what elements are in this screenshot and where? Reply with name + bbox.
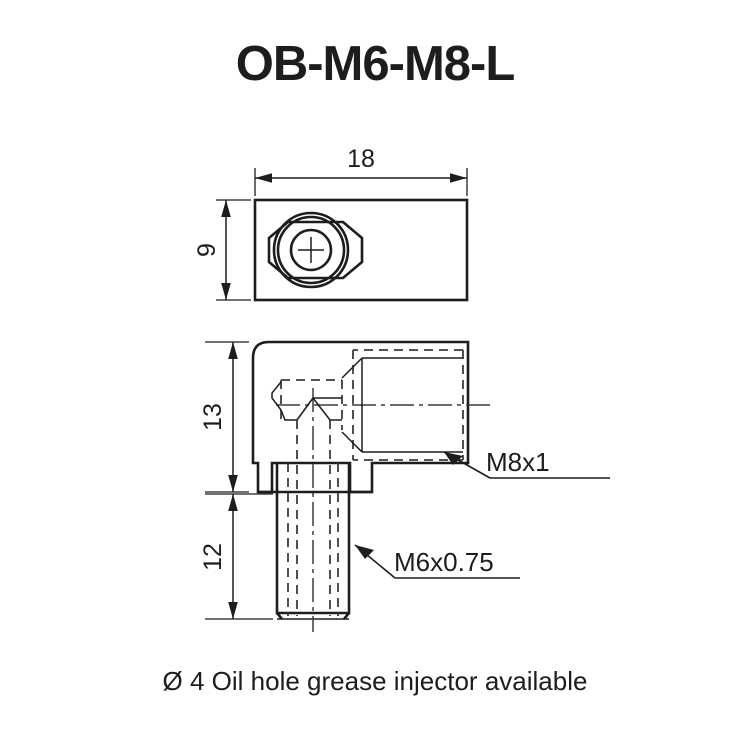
arrowhead-top bbox=[228, 494, 238, 511]
dimension-width-18: 18 bbox=[254, 145, 468, 196]
top-view: 18 9 bbox=[193, 145, 469, 302]
arrowhead-bottom bbox=[221, 283, 231, 300]
arrowhead-right bbox=[450, 173, 467, 183]
side-view-cone-apex-left bbox=[296, 397, 314, 421]
arrowhead-bottom bbox=[228, 602, 238, 619]
page-title: OB-M6-M8-L bbox=[235, 37, 516, 91]
dimension-depth-9: 9 bbox=[193, 199, 251, 301]
top-view-middle-circle bbox=[276, 215, 346, 285]
arrowhead-left bbox=[255, 173, 272, 183]
arrowhead-top bbox=[221, 200, 231, 217]
annotation-m8x1: M8x1 bbox=[443, 447, 610, 479]
side-view: 13 12 M8x1 bbox=[199, 340, 610, 632]
dimension-value-12: 12 bbox=[199, 543, 227, 571]
side-view-cone-seat bbox=[280, 409, 297, 421]
side-view-taper-top bbox=[341, 357, 363, 379]
dimension-stud-length-12: 12 bbox=[199, 493, 273, 620]
side-view-stud-end bbox=[276, 612, 283, 620]
leader-arrowhead-m6x075 bbox=[355, 545, 374, 559]
dimension-body-height-13: 13 bbox=[199, 341, 249, 493]
side-view-stud-outline bbox=[275, 492, 351, 615]
annotation-label-m8x1: M8x1 bbox=[486, 447, 550, 477]
annotation-label-m6x075: M6x0.75 bbox=[394, 547, 494, 577]
dimension-value-13: 13 bbox=[199, 403, 227, 431]
side-view-cone-left bbox=[271, 381, 282, 411]
arrowhead-top bbox=[228, 342, 238, 359]
arrowhead-bottom bbox=[228, 475, 238, 492]
top-view-boss-outline bbox=[267, 220, 364, 280]
drawing-caption: Ø 4 Oil hole grease injector available bbox=[162, 666, 588, 696]
top-view-outer-circle bbox=[272, 211, 350, 289]
side-view-body-outline bbox=[251, 340, 470, 494]
side-view-stud-end-right bbox=[343, 612, 350, 620]
top-view-inner-circle bbox=[289, 228, 333, 272]
leader-arrowhead-m8x1 bbox=[444, 452, 463, 465]
side-view-cone-apex-right bbox=[312, 397, 331, 421]
top-view-body-outline bbox=[253, 198, 469, 302]
dimension-value-9: 9 bbox=[193, 243, 221, 257]
dimension-value-18: 18 bbox=[347, 145, 375, 173]
side-view-taper-bottom bbox=[341, 431, 363, 453]
annotation-m6x075: M6x0.75 bbox=[354, 544, 520, 579]
